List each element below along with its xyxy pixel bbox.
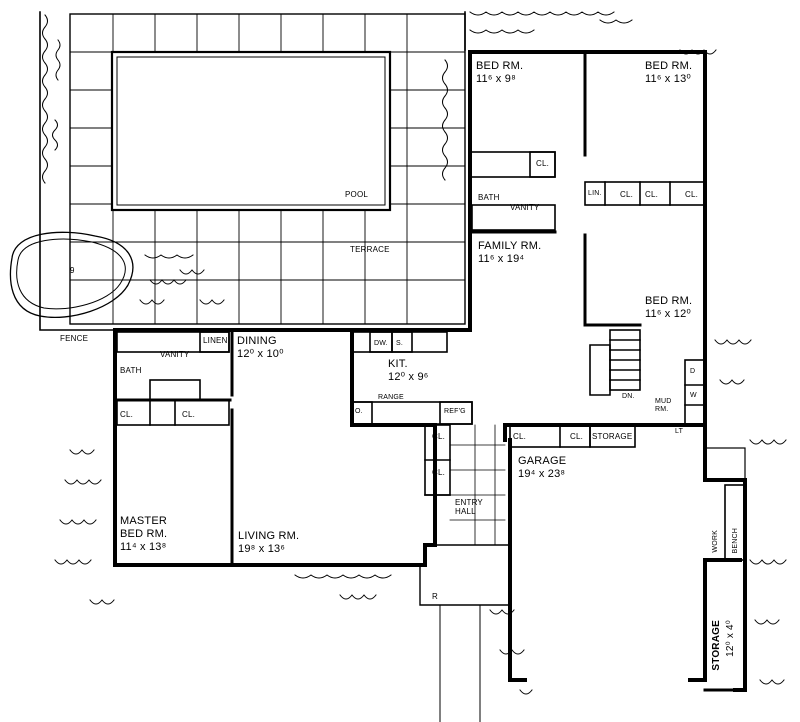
family-room-label: FAMILY RM. 11⁶ x 19⁴: [478, 240, 541, 266]
master-name: MASTER: [120, 515, 168, 527]
bedroom-3-name: BED RM.: [645, 295, 693, 307]
living-name: LIVING RM.: [238, 530, 300, 542]
dining-label: DINING 12⁰ x 10⁰: [237, 335, 284, 361]
master-size: 11⁴ x 13⁸: [120, 541, 167, 553]
fence-label: FENCE: [60, 334, 89, 343]
entry-name: ENTRY: [455, 498, 483, 507]
vanity-master-label: VANITY: [160, 350, 190, 359]
living-room-label: LIVING RM. 19⁸ x 13⁶: [238, 530, 299, 556]
closet-bed-c-label: CL.: [685, 190, 699, 199]
hot-tub-number: 9: [70, 266, 75, 275]
dining-name: DINING: [237, 335, 277, 347]
closet-master-b-label: CL.: [182, 410, 196, 419]
lin-label: LIN.: [588, 190, 602, 197]
closet-master-a-label: CL.: [120, 410, 134, 419]
closet-bed-a-label: CL.: [620, 190, 634, 199]
terrace-label: TERRACE: [350, 245, 390, 254]
vanity-upper-label: VANITY: [510, 203, 540, 212]
family-room-name: FAMILY RM.: [478, 240, 542, 252]
bedroom-2-size: 11⁶ x 13⁰: [645, 73, 692, 85]
pool: [110, 50, 392, 212]
dishwasher-label: DW.: [374, 340, 388, 347]
terrace: [69, 13, 466, 325]
bedroom-2-label: BED RM. 11⁶ x 13⁰: [645, 60, 692, 86]
bedroom-1-name: BED RM.: [476, 60, 524, 72]
living-size: 19⁸ x 13⁶: [238, 543, 286, 555]
bench-label: BENCH: [732, 528, 739, 554]
hot-tub: [9, 231, 134, 319]
storage2-name: STORAGE: [711, 620, 722, 671]
garage-name: GARAGE: [518, 455, 567, 467]
closet-upper-label: CL.: [536, 159, 550, 168]
master-bedroom-label: MASTER BED RM. 11⁴ x 13⁸: [120, 515, 167, 554]
family-room-size: 11⁶ x 19⁴: [478, 253, 525, 265]
closet-entry-b-label: CL.: [432, 468, 446, 477]
bedroom-3-label: BED RM. 11⁶ x 12⁰: [645, 295, 692, 321]
entry-hall-label: ENTRY HALL: [455, 498, 483, 516]
washer-label: W: [690, 392, 697, 399]
storage-room-label: STORAGE: [710, 620, 723, 671]
kitchen-label: KIT. 12⁰ x 9⁶: [388, 358, 429, 384]
closet-garage-a-label: CL.: [513, 432, 527, 441]
sink-label: S.: [396, 340, 404, 347]
kitchen-size: 12⁰ x 9⁶: [388, 371, 429, 383]
garage-size: 19⁴ x 23⁸: [518, 468, 566, 480]
fence: [39, 11, 466, 331]
bedroom-3-size: 11⁶ x 12⁰: [645, 308, 692, 320]
oven-label: O.: [355, 408, 363, 415]
work-label: WORK: [712, 530, 719, 553]
dining-size: 12⁰ x 10⁰: [237, 348, 284, 360]
refrigerator-label: REF'G: [444, 408, 466, 415]
closet-garage-b-label: CL.: [570, 432, 584, 441]
bedroom-1-size: 11⁶ x 9⁸: [476, 73, 516, 85]
porch-r-label: R: [432, 592, 438, 601]
landscaping: [42, 11, 787, 695]
storage-room-size: 12⁰ x 4⁰: [725, 620, 736, 657]
entry-name2: HALL: [455, 507, 476, 516]
mud-name2: RM.: [655, 406, 669, 413]
pool-label: POOL: [345, 190, 369, 199]
range-label: RANGE: [378, 394, 404, 401]
garage-label: GARAGE 19⁴ x 23⁸: [518, 455, 566, 481]
bath-master-label: BATH: [120, 366, 142, 375]
closet-entry-a-label: CL.: [432, 432, 446, 441]
laundry-tub-label: LT: [675, 428, 684, 435]
bedroom-2-name: BED RM.: [645, 60, 693, 72]
kitchen-name: KIT.: [388, 358, 408, 370]
linen-label: LINEN: [203, 336, 228, 345]
mud-room-label: MUD RM.: [655, 398, 672, 414]
master-name2: BED RM.: [120, 528, 168, 540]
closet-bed-b-label: CL.: [645, 190, 659, 199]
bath-upper-label: BATH: [478, 193, 500, 202]
mud-name: MUD: [655, 398, 672, 405]
storage-label: STORAGE: [592, 432, 633, 441]
stairs-down-label: DN.: [622, 393, 635, 400]
bedroom-1-label: BED RM. 11⁶ x 9⁸: [476, 60, 523, 86]
dryer-label: D: [690, 368, 696, 375]
